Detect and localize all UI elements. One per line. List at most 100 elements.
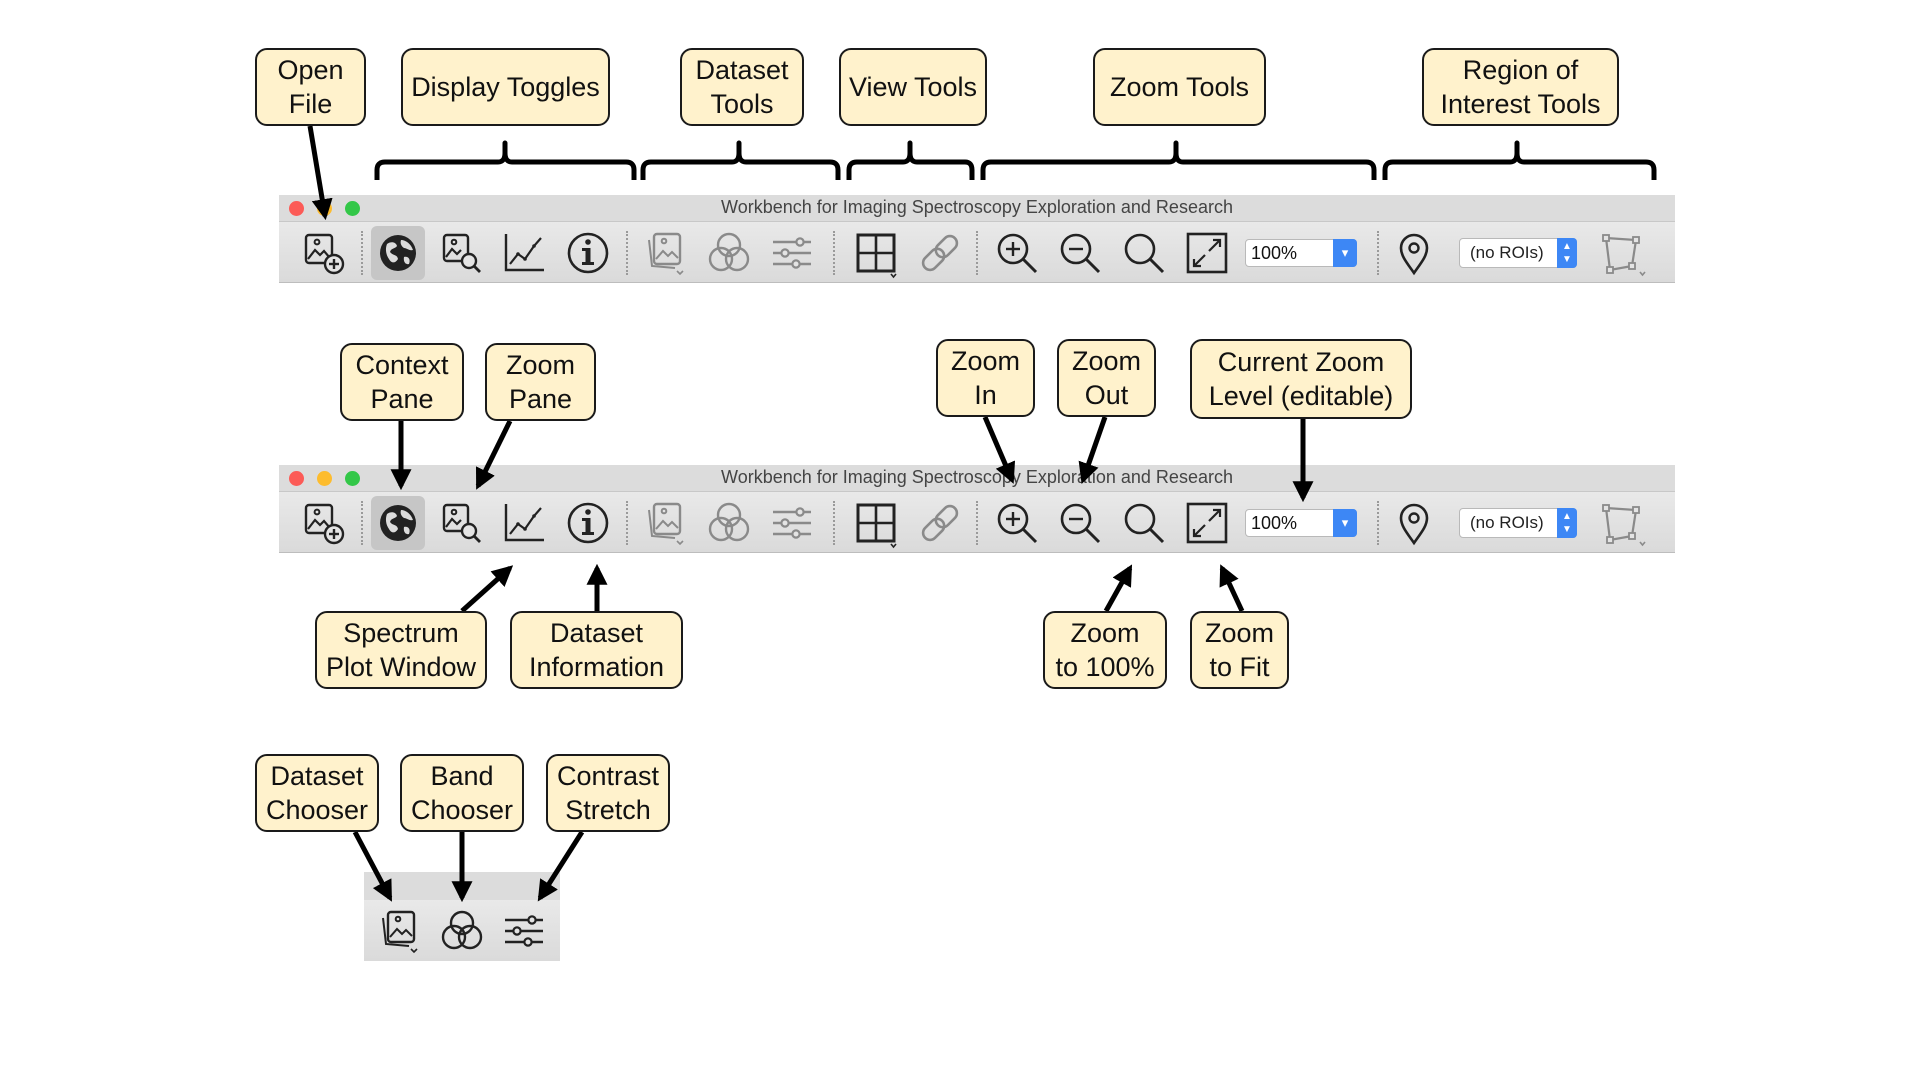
- spectrum-plot-chart-icon[interactable]: [498, 226, 552, 280]
- label-contrast-stretch: Contrast Stretch: [546, 754, 670, 832]
- toolbar-separator: [1377, 501, 1379, 545]
- up-down-chevron-icon[interactable]: ▲▼: [1557, 508, 1577, 538]
- close-window-button[interactable]: [289, 201, 304, 216]
- title-bar: Workbench for Imaging Spectroscopy Explo…: [279, 465, 1675, 492]
- zoom-tools-brace: [980, 140, 1377, 180]
- zoom-in-icon[interactable]: [990, 226, 1044, 280]
- dataset-info-icon[interactable]: [561, 496, 615, 550]
- toolbar-window-1: Workbench for Imaging Spectroscopy Explo…: [279, 195, 1675, 283]
- label-dataset-chooser: Dataset Chooser: [255, 754, 379, 832]
- zoom-to-fit-icon[interactable]: [1180, 496, 1234, 550]
- close-window-button[interactable]: [289, 471, 304, 486]
- dataset-tools-toolbar: [364, 872, 560, 961]
- toolbar-separator: [361, 231, 363, 275]
- label-zoom-fit: Zoom to Fit: [1190, 611, 1289, 689]
- toolbar-separator: [626, 231, 628, 275]
- toolbar: [364, 900, 560, 961]
- roi-select[interactable]: (no ROIs) ▲▼: [1459, 508, 1577, 538]
- toolbar-separator: [361, 501, 363, 545]
- zoom-level-select[interactable]: 100% ▾: [1245, 509, 1357, 537]
- zoom-level-value: 100%: [1251, 243, 1298, 263]
- contrast-stretch-sliders-icon[interactable]: [765, 496, 819, 550]
- view-tools-brace: [846, 140, 975, 180]
- roi-select[interactable]: (no ROIs) ▲▼: [1459, 238, 1577, 268]
- dataset-info-icon[interactable]: [561, 226, 615, 280]
- dataset-chooser-icon[interactable]: [639, 496, 693, 550]
- link-views-icon[interactable]: [913, 496, 967, 550]
- label-zoom-in: Zoom In: [936, 339, 1035, 417]
- zoom-fit-arrow: [1219, 564, 1245, 613]
- roi-tools-brace: [1382, 140, 1657, 180]
- label-zoom-100: Zoom to 100%: [1043, 611, 1167, 689]
- window-title: Workbench for Imaging Spectroscopy Explo…: [721, 467, 1233, 487]
- toolbar: 100% ▾ (no ROIs) ▲▼: [279, 492, 1675, 553]
- zoom-pane-icon[interactable]: [435, 226, 489, 280]
- maximize-window-button[interactable]: [345, 471, 360, 486]
- label-zoom-pane: Zoom Pane: [485, 343, 596, 421]
- toolbar-separator: [976, 501, 978, 545]
- zoom-to-100-icon[interactable]: [1117, 496, 1171, 550]
- label-zoom-out: Zoom Out: [1057, 339, 1156, 417]
- contrast-stretch-sliders-icon[interactable]: [497, 904, 551, 958]
- toolbar: 100% ▾ (no ROIs) ▲▼: [279, 222, 1675, 283]
- open-file-icon[interactable]: [297, 226, 351, 280]
- zoom-out-icon[interactable]: [1053, 496, 1107, 550]
- zoom-out-icon[interactable]: [1053, 226, 1107, 280]
- toolbar-separator: [626, 501, 628, 545]
- window-title: Workbench for Imaging Spectroscopy Explo…: [721, 197, 1233, 217]
- display-toggles-brace: [374, 140, 637, 180]
- chevron-down-icon[interactable]: ▾: [1333, 509, 1357, 537]
- zoom-level-select[interactable]: 100% ▾: [1245, 239, 1357, 267]
- label-roi-tools: Region of Interest Tools: [1422, 48, 1619, 126]
- contrast-stretch-sliders-icon[interactable]: [765, 226, 819, 280]
- zoom-pane-icon[interactable]: [435, 496, 489, 550]
- view-grid-icon[interactable]: [849, 496, 903, 550]
- chevron-down-icon[interactable]: ▾: [1333, 239, 1357, 267]
- roi-select-value: (no ROIs): [1470, 513, 1544, 532]
- zoom-in-icon[interactable]: [990, 496, 1044, 550]
- up-down-chevron-icon[interactable]: ▲▼: [1557, 238, 1577, 268]
- zoom-100-arrow: [1103, 564, 1133, 613]
- band-chooser-icon[interactable]: [702, 226, 756, 280]
- roi-polygon-icon[interactable]: [1596, 496, 1650, 550]
- toolbar-separator: [833, 231, 835, 275]
- title-bar: Workbench for Imaging Spectroscopy Explo…: [279, 195, 1675, 222]
- label-band-chooser: Band Chooser: [400, 754, 524, 832]
- label-dataset-tools: Dataset Tools: [680, 48, 804, 126]
- roi-polygon-icon[interactable]: [1596, 226, 1650, 280]
- dataset-chooser-icon[interactable]: [373, 904, 427, 958]
- label-dataset-info: Dataset Information: [510, 611, 683, 689]
- label-context-pane: Context Pane: [340, 343, 464, 421]
- label-zoom-tools: Zoom Tools: [1093, 48, 1266, 126]
- toolbar-separator: [976, 231, 978, 275]
- open-file-icon[interactable]: [297, 496, 351, 550]
- band-chooser-icon[interactable]: [435, 904, 489, 958]
- toolbar-separator: [1377, 231, 1379, 275]
- dataset-chooser-icon[interactable]: [639, 226, 693, 280]
- dataset-tools-brace: [640, 140, 841, 180]
- link-views-icon[interactable]: [913, 226, 967, 280]
- label-spectrum-plot: Spectrum Plot Window: [315, 611, 487, 689]
- toolbar-top-strip: [364, 872, 560, 900]
- zoom-to-fit-icon[interactable]: [1180, 226, 1234, 280]
- context-pane-globe-icon[interactable]: [371, 226, 425, 280]
- band-chooser-icon[interactable]: [702, 496, 756, 550]
- label-current-zoom: Current Zoom Level (editable): [1190, 339, 1412, 419]
- label-open-file: Open File: [255, 48, 366, 126]
- label-view-tools: View Tools: [839, 48, 987, 126]
- roi-select-value: (no ROIs): [1470, 243, 1544, 262]
- toolbar-separator: [833, 501, 835, 545]
- roi-pin-icon[interactable]: [1387, 496, 1441, 550]
- context-pane-globe-icon[interactable]: [371, 496, 425, 550]
- maximize-window-button[interactable]: [345, 201, 360, 216]
- zoom-to-100-icon[interactable]: [1117, 226, 1171, 280]
- zoom-level-value: 100%: [1251, 513, 1298, 533]
- roi-pin-icon[interactable]: [1387, 226, 1441, 280]
- minimize-window-button[interactable]: [317, 471, 332, 486]
- toolbar-window-2: Workbench for Imaging Spectroscopy Explo…: [279, 465, 1675, 553]
- label-display-toggles: Display Toggles: [401, 48, 610, 126]
- spectrum-plot-chart-icon[interactable]: [498, 496, 552, 550]
- view-grid-icon[interactable]: [849, 226, 903, 280]
- spectrum-plot-arrow: [460, 565, 514, 613]
